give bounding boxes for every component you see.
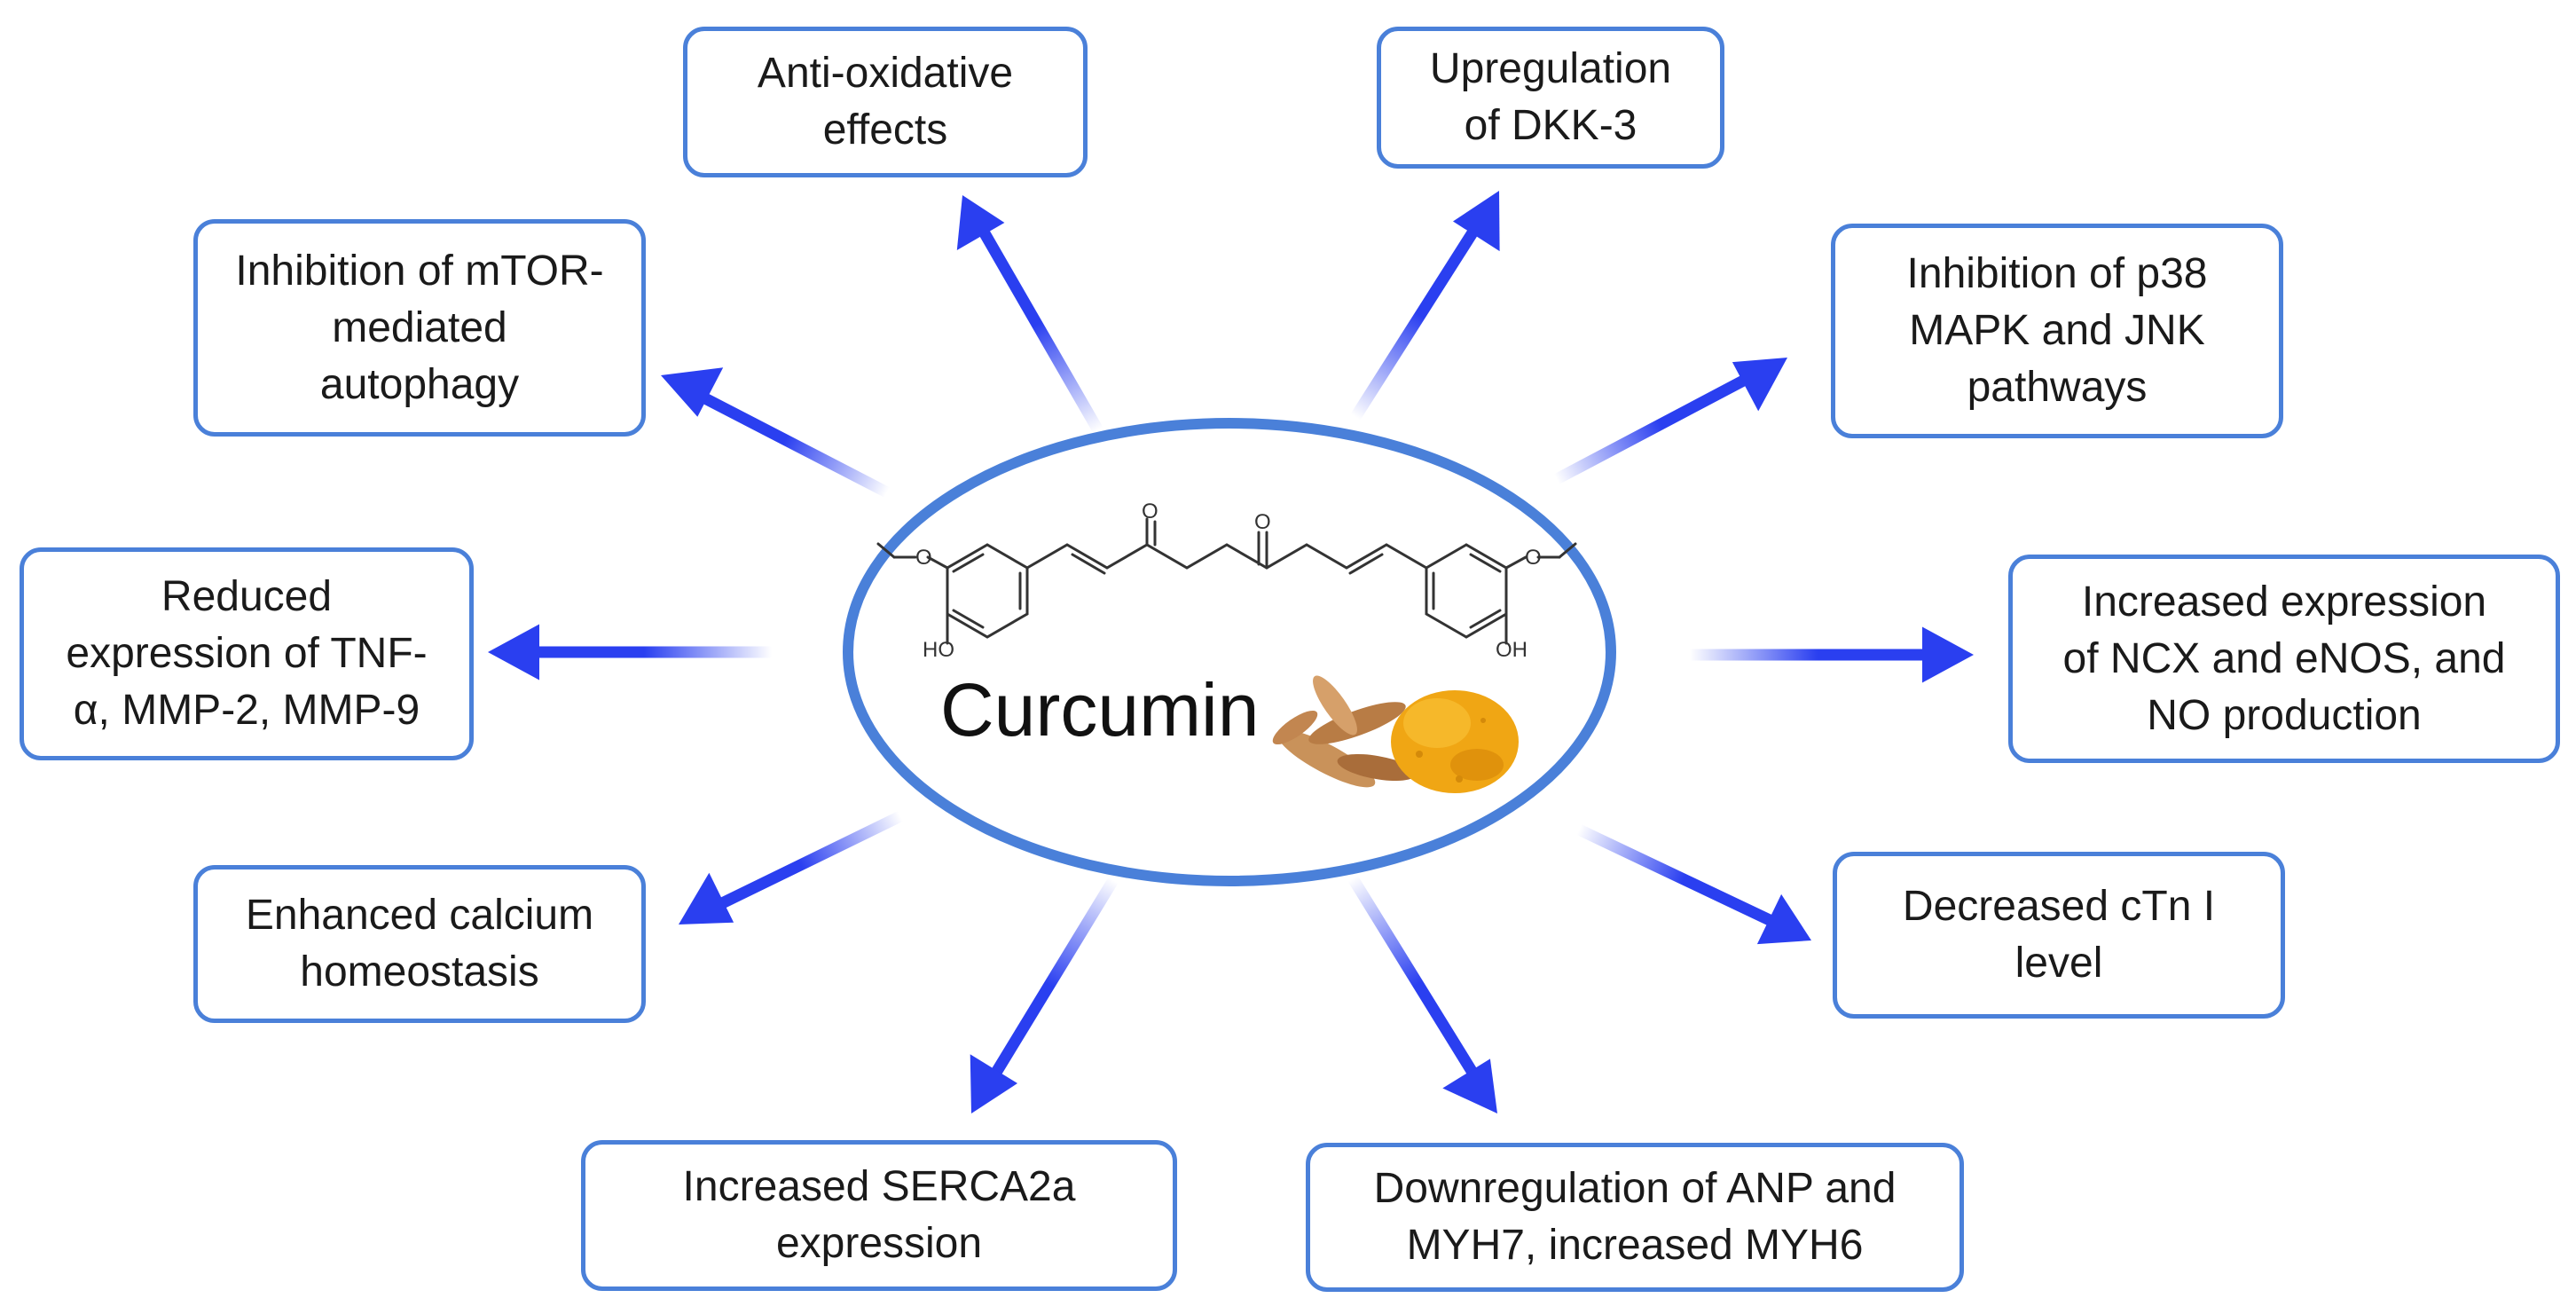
effect-text-ncx: Increased expression of NCX and eNOS, an… [2062,578,2506,739]
methoxy-o-right-label: O [1525,546,1542,570]
arrow-ncx [1690,626,1974,683]
center-title: Curcumin [940,668,1260,751]
oh-right-label: OH [1496,638,1528,662]
effect-box-tnf: Reduced expression of TNF- α, MMP-2, MMP… [20,547,474,760]
effect-text-anti-oxidative: Anti-oxidative effects [757,50,1014,153]
effect-text-serca: Increased SERCA2a expression [682,1163,1076,1267]
turmeric-powder-image [1391,690,1519,793]
arrow-anp [1347,875,1497,1113]
effect-box-calcium: Enhanced calcium homeostasis [193,865,646,1023]
effect-text-mtor: Inhibition of mTOR- mediated autophagy [235,247,604,408]
oh-left-label: HO [923,638,954,662]
effect-text-ctni: Decreased cTn I level [1902,883,2216,987]
effect-text-dkk3: Upregulation of DKK-3 [1429,45,1672,149]
effect-text-p38: Inhibition of p38 MAPK and JNK pathways [1906,250,2208,411]
effect-box-anp: Downregulation of ANP and MYH7, increase… [1306,1143,1964,1292]
arrow-anti-oxidative [956,195,1103,434]
effect-text-tnf: Reduced expression of TNF- α, MMP-2, MMP… [66,573,428,734]
effect-box-p38: Inhibition of p38 MAPK and JNK pathways [1831,224,2283,438]
turmeric-root-image [1272,675,1417,788]
effect-box-ncx: Increased expression of NCX and eNOS, an… [2008,555,2560,763]
o-left-label: O [1142,500,1158,523]
effect-box-ctni: Decreased cTn I level [1833,852,2285,1019]
structure-labels: O O HO OH O O [915,500,1542,662]
effect-box-dkk3: Upregulation of DKK-3 [1377,27,1724,169]
effect-box-serca: Increased SERCA2a expression [581,1140,1177,1291]
effect-box-mtor: Inhibition of mTOR- mediated autophagy [193,219,646,437]
effect-text-anp: Downregulation of ANP and MYH7, increase… [1373,1165,1897,1269]
arrow-tnf [488,624,772,681]
arrow-calcium [679,811,903,925]
o-right-label: O [1254,510,1271,534]
curcumin-structure [876,517,1577,645]
effect-box-anti-oxidative: Anti-oxidative effects [683,27,1088,177]
arrow-serca [970,877,1119,1113]
methoxy-o-left-label: O [915,546,932,570]
arrow-p38 [1553,358,1787,484]
arrow-mtor [661,367,890,498]
arrow-dkk3 [1350,191,1500,421]
effect-text-calcium: Enhanced calcium homeostasis [245,892,594,995]
arrow-ctni [1576,824,1811,945]
